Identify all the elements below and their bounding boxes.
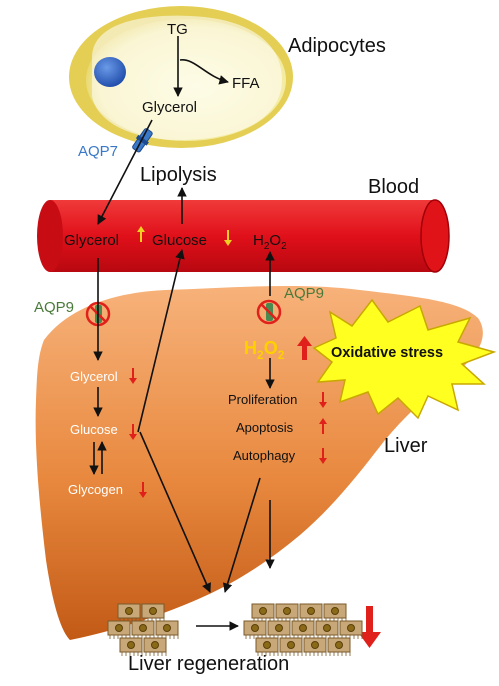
hepatocyte-cell xyxy=(131,620,155,639)
hepatocyte-cell xyxy=(303,637,327,656)
aqp9-right-label: AQP9 xyxy=(284,285,324,302)
liver-glycerol-label: Glycerol xyxy=(70,369,118,384)
hepatocyte-cell xyxy=(267,620,291,639)
hepatocyte-cell xyxy=(243,620,267,639)
tg-label: TG xyxy=(167,21,188,38)
oxidative-stress-burst xyxy=(312,298,497,420)
aqp9-right-blocked-icon xyxy=(256,299,282,325)
down-arrow-red-icon xyxy=(319,392,327,408)
hepatocyte-cell xyxy=(339,620,363,639)
aqp7-label: AQP7 xyxy=(78,143,118,160)
hepatocyte-cell xyxy=(315,620,339,639)
ffa-label: FFA xyxy=(232,75,260,92)
blood-h2o2-label: H2O2 xyxy=(253,232,287,252)
down-arrow-red-icon xyxy=(319,448,327,464)
hepatocyte-cell xyxy=(279,637,303,656)
hepatocyte-cell xyxy=(255,637,279,656)
adipocyte-glycerol-label: Glycerol xyxy=(142,99,197,116)
lipolysis-label: Lipolysis xyxy=(140,164,217,186)
hepatocyte-cell xyxy=(327,637,351,656)
down-arrow-red-icon xyxy=(139,482,147,498)
apoptosis-label: Apoptosis xyxy=(236,420,294,435)
hepatocyte-cell xyxy=(107,620,131,639)
liver-glucose-label: Glucose xyxy=(70,422,118,437)
hepatocyte-cell xyxy=(141,603,165,622)
hepatocyte-cell xyxy=(323,603,347,622)
up-arrow-red-icon xyxy=(319,418,327,434)
liver-label: Liver xyxy=(384,435,428,457)
hepatocyte-cluster-before xyxy=(107,603,179,656)
liver-h2o2-label: H2O2 xyxy=(244,338,285,362)
up-arrow-yellow-icon xyxy=(137,226,145,242)
hepatocyte-cell xyxy=(155,620,179,639)
adipocyte-cell xyxy=(69,6,293,148)
proliferation-label: Proliferation xyxy=(228,392,297,407)
liver-regeneration-label: Liver regeneration xyxy=(128,653,289,675)
adipocytes-label: Adipocytes xyxy=(288,35,386,57)
down-arrow-red-icon xyxy=(129,368,137,384)
hepatocyte-cluster-after xyxy=(243,603,363,656)
blood-label: Blood xyxy=(368,176,419,198)
liver-glycogen-label: Glycogen xyxy=(68,482,123,497)
pathway-arrows xyxy=(89,36,275,631)
indicator-arrows xyxy=(129,226,381,648)
down-arrow-red-bold-icon xyxy=(358,606,381,648)
hepatocyte-cell xyxy=(117,603,141,622)
blood-glycerol-label: Glycerol xyxy=(64,232,119,249)
aqp9-left-label: AQP9 xyxy=(34,299,74,316)
hepatocyte-cell xyxy=(119,637,143,656)
blood-vessel xyxy=(37,199,450,273)
oxidative-stress-label: Oxidative stress xyxy=(331,345,443,361)
up-arrow-red-bold-icon xyxy=(297,336,312,360)
hepatocyte-cell xyxy=(299,603,323,622)
hepatocyte-cell xyxy=(251,603,275,622)
blood-glucose-label: Glucose xyxy=(152,232,207,249)
down-arrow-red-icon xyxy=(129,424,137,440)
autophagy-label: Autophagy xyxy=(233,448,296,463)
hepatocyte-cell xyxy=(143,637,167,656)
hepatocyte-cell xyxy=(291,620,315,639)
down-arrow-yellow-icon xyxy=(224,230,232,246)
hepatocyte-cell xyxy=(275,603,299,622)
nucleus xyxy=(94,57,126,87)
